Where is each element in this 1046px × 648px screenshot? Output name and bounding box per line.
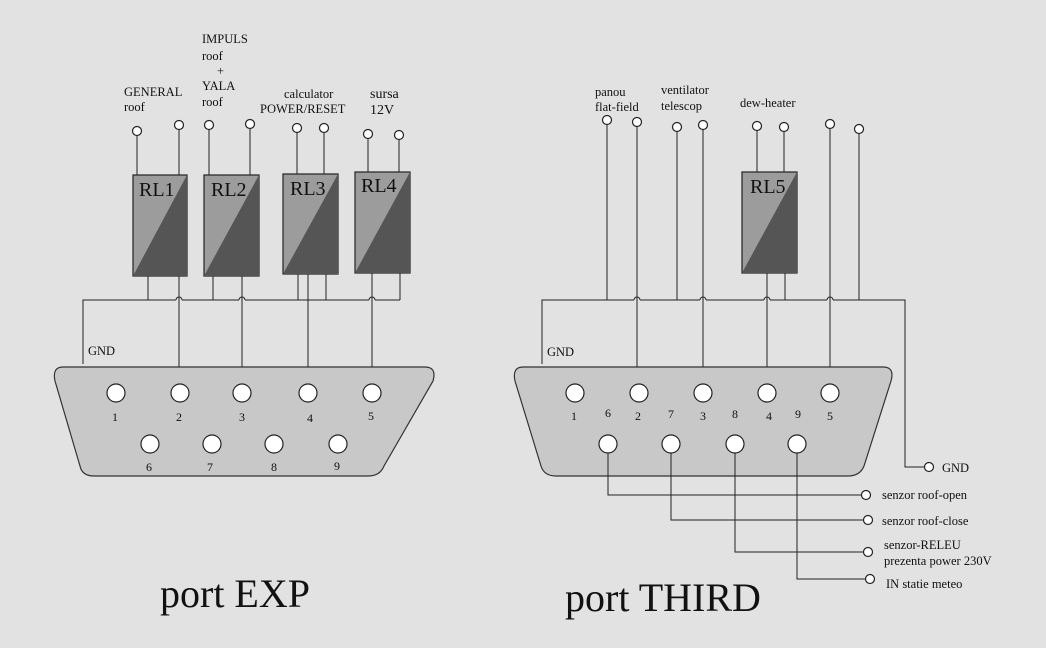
label-general: GENERAL — [124, 85, 182, 99]
label-yala-roof: roof — [202, 95, 224, 109]
pin-number: 1 — [112, 410, 118, 424]
pin-number: 3 — [239, 410, 245, 424]
output-statie-meteo: IN statie meteo — [886, 577, 962, 591]
pin-hole — [298, 383, 318, 403]
pin-number: 7 — [668, 407, 674, 421]
relay-rl3: RL3 — [282, 173, 339, 275]
terminal — [778, 121, 790, 133]
port-exp-section: GENERAL roof IMPULS roof + YALA roof cal… — [53, 32, 435, 616]
label-dew-heater: dew-heater — [740, 96, 796, 110]
label-ventilator: ventilator — [661, 83, 710, 97]
output-prezenta-power: prezenta power 230V — [884, 554, 992, 568]
pin-number: 7 — [207, 460, 213, 474]
pin-number: 1 — [571, 409, 577, 423]
terminal — [291, 122, 303, 134]
label-impuls-roof: roof — [202, 49, 224, 63]
label-flat-field: flat-field — [595, 100, 639, 114]
label-calculator: calculator — [284, 87, 334, 101]
pin-number: 4 — [307, 411, 313, 425]
label-sursa: sursa — [370, 87, 400, 102]
terminal-output — [862, 546, 874, 558]
relay-label: RL3 — [290, 178, 326, 200]
pin-number: 2 — [635, 409, 641, 423]
pin-hole — [725, 434, 745, 454]
output-senzor-releu: senzor-RELEU — [884, 538, 961, 552]
relay-label: RL2 — [211, 179, 247, 201]
terminal-output — [864, 573, 876, 585]
port-third-title: port THIRD — [565, 575, 761, 620]
pin-number: 4 — [766, 409, 772, 423]
terminal — [203, 119, 215, 131]
relay-rl5: RL5 — [741, 171, 798, 274]
port-exp-title: port EXP — [160, 571, 310, 616]
pin-number: 3 — [700, 409, 706, 423]
pin-number: 8 — [732, 407, 738, 421]
pin-number: 5 — [827, 409, 833, 423]
output-roof-close: senzor roof-close — [882, 514, 969, 528]
pin-hole — [820, 383, 840, 403]
pin-hole — [565, 383, 585, 403]
terminal — [173, 119, 185, 131]
pin-number: 6 — [605, 406, 611, 420]
terminal — [853, 123, 865, 135]
terminal — [131, 125, 143, 137]
pin-hole — [598, 434, 618, 454]
relay-label: RL4 — [361, 175, 397, 197]
port-third-section: panou flat-field ventilator telescop dew… — [513, 83, 992, 620]
pin-hole — [787, 434, 807, 454]
gnd-out-label: GND — [942, 461, 969, 475]
relay-label: RL5 — [750, 176, 786, 198]
gnd-label: GND — [547, 345, 574, 359]
label-power-reset: POWER/RESET — [260, 102, 346, 116]
label-impuls: IMPULS — [202, 32, 248, 46]
label-general-roof: roof — [124, 100, 146, 114]
terminal — [751, 120, 763, 132]
pin-hole — [170, 383, 190, 403]
terminal — [697, 119, 709, 131]
terminal-output — [862, 514, 874, 526]
pin-number: 9 — [795, 407, 801, 421]
terminal — [601, 114, 613, 126]
terminal-gnd-out — [923, 461, 935, 473]
pin-hole — [264, 434, 284, 454]
pin-hole — [232, 383, 252, 403]
gnd-label: GND — [88, 344, 115, 358]
pin-number: 5 — [368, 409, 374, 423]
pin-number: 2 — [176, 410, 182, 424]
terminal — [631, 116, 643, 128]
terminal — [244, 118, 256, 130]
pin-hole — [140, 434, 160, 454]
pin-hole — [328, 434, 348, 454]
pin-number: 9 — [334, 459, 340, 473]
pin-hole — [693, 383, 713, 403]
terminal — [318, 122, 330, 134]
pin-hole — [106, 383, 126, 403]
label-telescop: telescop — [661, 99, 702, 113]
pin-number: 8 — [271, 460, 277, 474]
pin-hole — [629, 383, 649, 403]
label-panou: panou — [595, 85, 626, 99]
relay-rl1: RL1 — [132, 174, 188, 277]
label-impuls-plus: + — [217, 64, 224, 78]
output-roof-open: senzor roof-open — [882, 488, 968, 502]
terminal — [671, 121, 683, 133]
pin-hole — [362, 383, 382, 403]
pin-hole — [661, 434, 681, 454]
pin-number: 6 — [146, 460, 152, 474]
label-12v: 12V — [370, 103, 394, 118]
pin-hole — [202, 434, 222, 454]
relay-label: RL1 — [139, 179, 175, 201]
pin-hole — [757, 383, 777, 403]
terminal — [362, 128, 374, 140]
terminal — [393, 129, 405, 141]
terminal — [824, 118, 836, 130]
label-yala: YALA — [202, 79, 235, 93]
relay-rl2: RL2 — [203, 174, 260, 277]
terminal-output — [860, 489, 872, 501]
relay-rl4: RL4 — [354, 171, 411, 274]
